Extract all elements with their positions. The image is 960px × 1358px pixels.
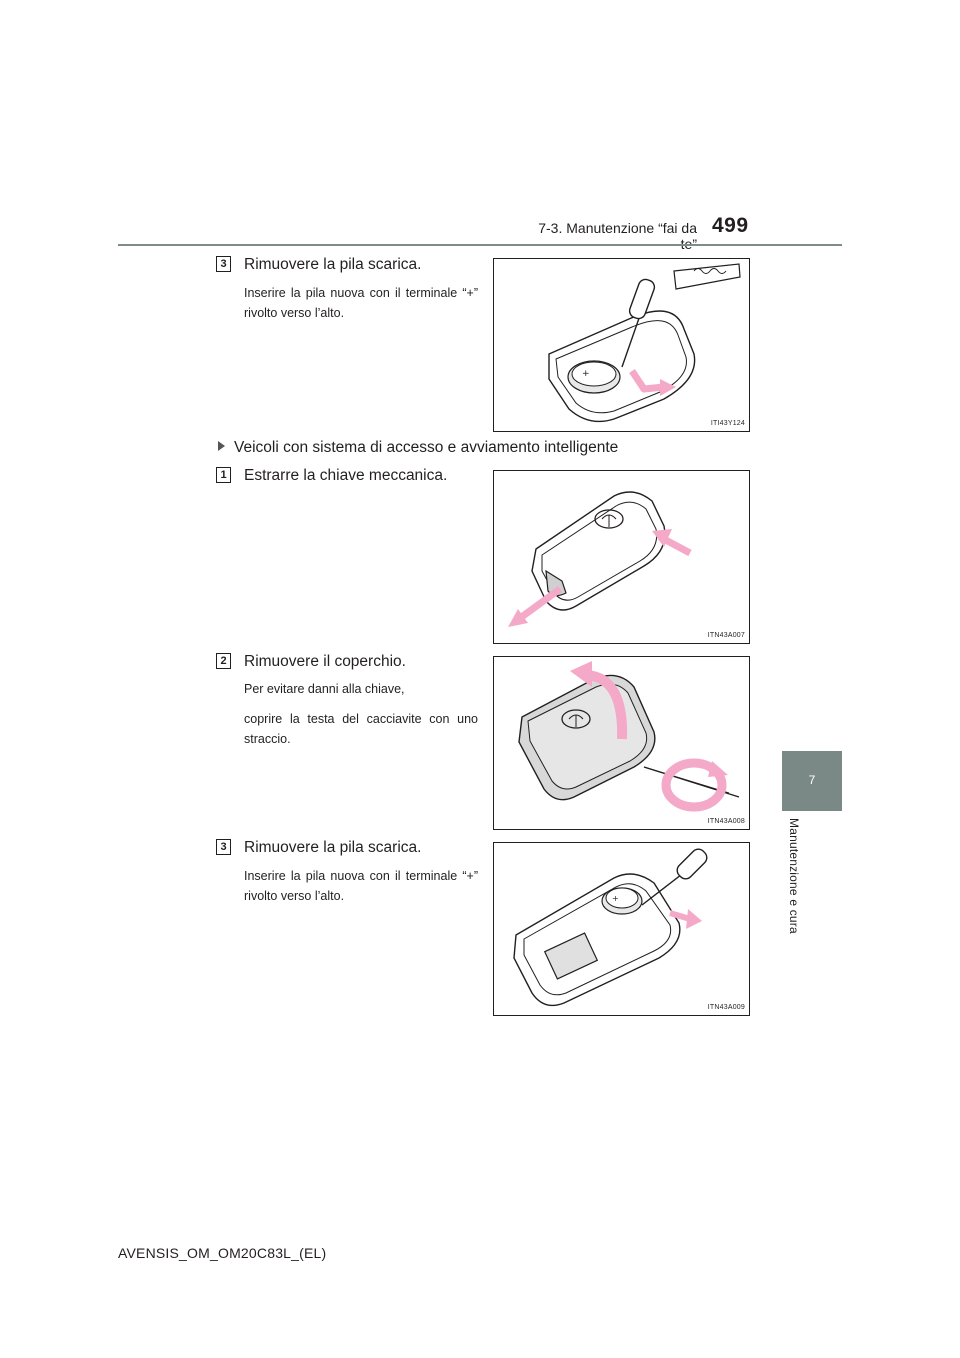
step-badge: 3 [216,256,231,272]
figure-key-battery-removal: + ITI43Y124 [493,258,750,432]
step-body-paragraph: Inserire la pila nuova con il terminale … [244,286,478,320]
figure-remove-cover: ITN43A008 [493,656,750,830]
chapter-title: Manutenzione e cura [787,818,801,934]
section-title: 7-3. Manutenzione “fai da te” [538,220,697,252]
subheading-text: Veicoli con sistema di accesso e avviame… [234,439,619,456]
header-divider [118,244,842,246]
step-body-paragraph: Inserire la pila nuova con il terminale … [244,869,478,903]
step-badge: 1 [216,467,231,483]
svg-text:+: + [612,894,619,903]
key-illustration: + [513,848,708,1007]
step-title: Rimuovere la pila scarica. [244,256,422,273]
step-title: Rimuovere la pila scarica. [244,839,422,856]
figure-extract-mechanical-key: ITN43A007 [493,470,750,644]
figure-code: ITN43A008 [707,818,745,825]
key-illustration [518,661,740,812]
svg-text:+: + [582,369,590,379]
chapter-number: 7 [808,773,816,787]
figure-code: ITI43Y124 [710,420,745,427]
figure-code: ITN43A009 [707,1004,745,1011]
step-title: Rimuovere il coperchio. [244,653,406,670]
figure-remove-battery: + ITN43A009 [493,842,750,1016]
step-body: Inserire la pila nuova con il terminale … [244,866,478,906]
document-code: AVENSIS_OM_OM20C83L_(EL) [118,1245,327,1261]
step-title: Estrarre la chiave meccanica. [244,467,448,484]
step-body: Inserire la pila nuova con il terminale … [244,283,478,323]
key-illustration [508,491,692,627]
step-body-paragraph: coprire la testa del cacciavite con uno … [244,712,478,746]
page-number: 499 [712,214,749,237]
figure-code: ITN43A007 [707,632,745,639]
chapter-tab: 7 [782,751,842,811]
subheading: Veicoli con sistema di accesso e avviame… [218,439,618,457]
step-body: Per evitare danni alla chiave, coprire l… [244,679,478,749]
key-illustration: + [548,263,741,423]
step-badge: 2 [216,653,231,669]
triangle-bullet-icon [218,441,225,451]
step-body-paragraph: Per evitare danni alla chiave, [244,682,405,696]
step-badge: 3 [216,839,231,855]
